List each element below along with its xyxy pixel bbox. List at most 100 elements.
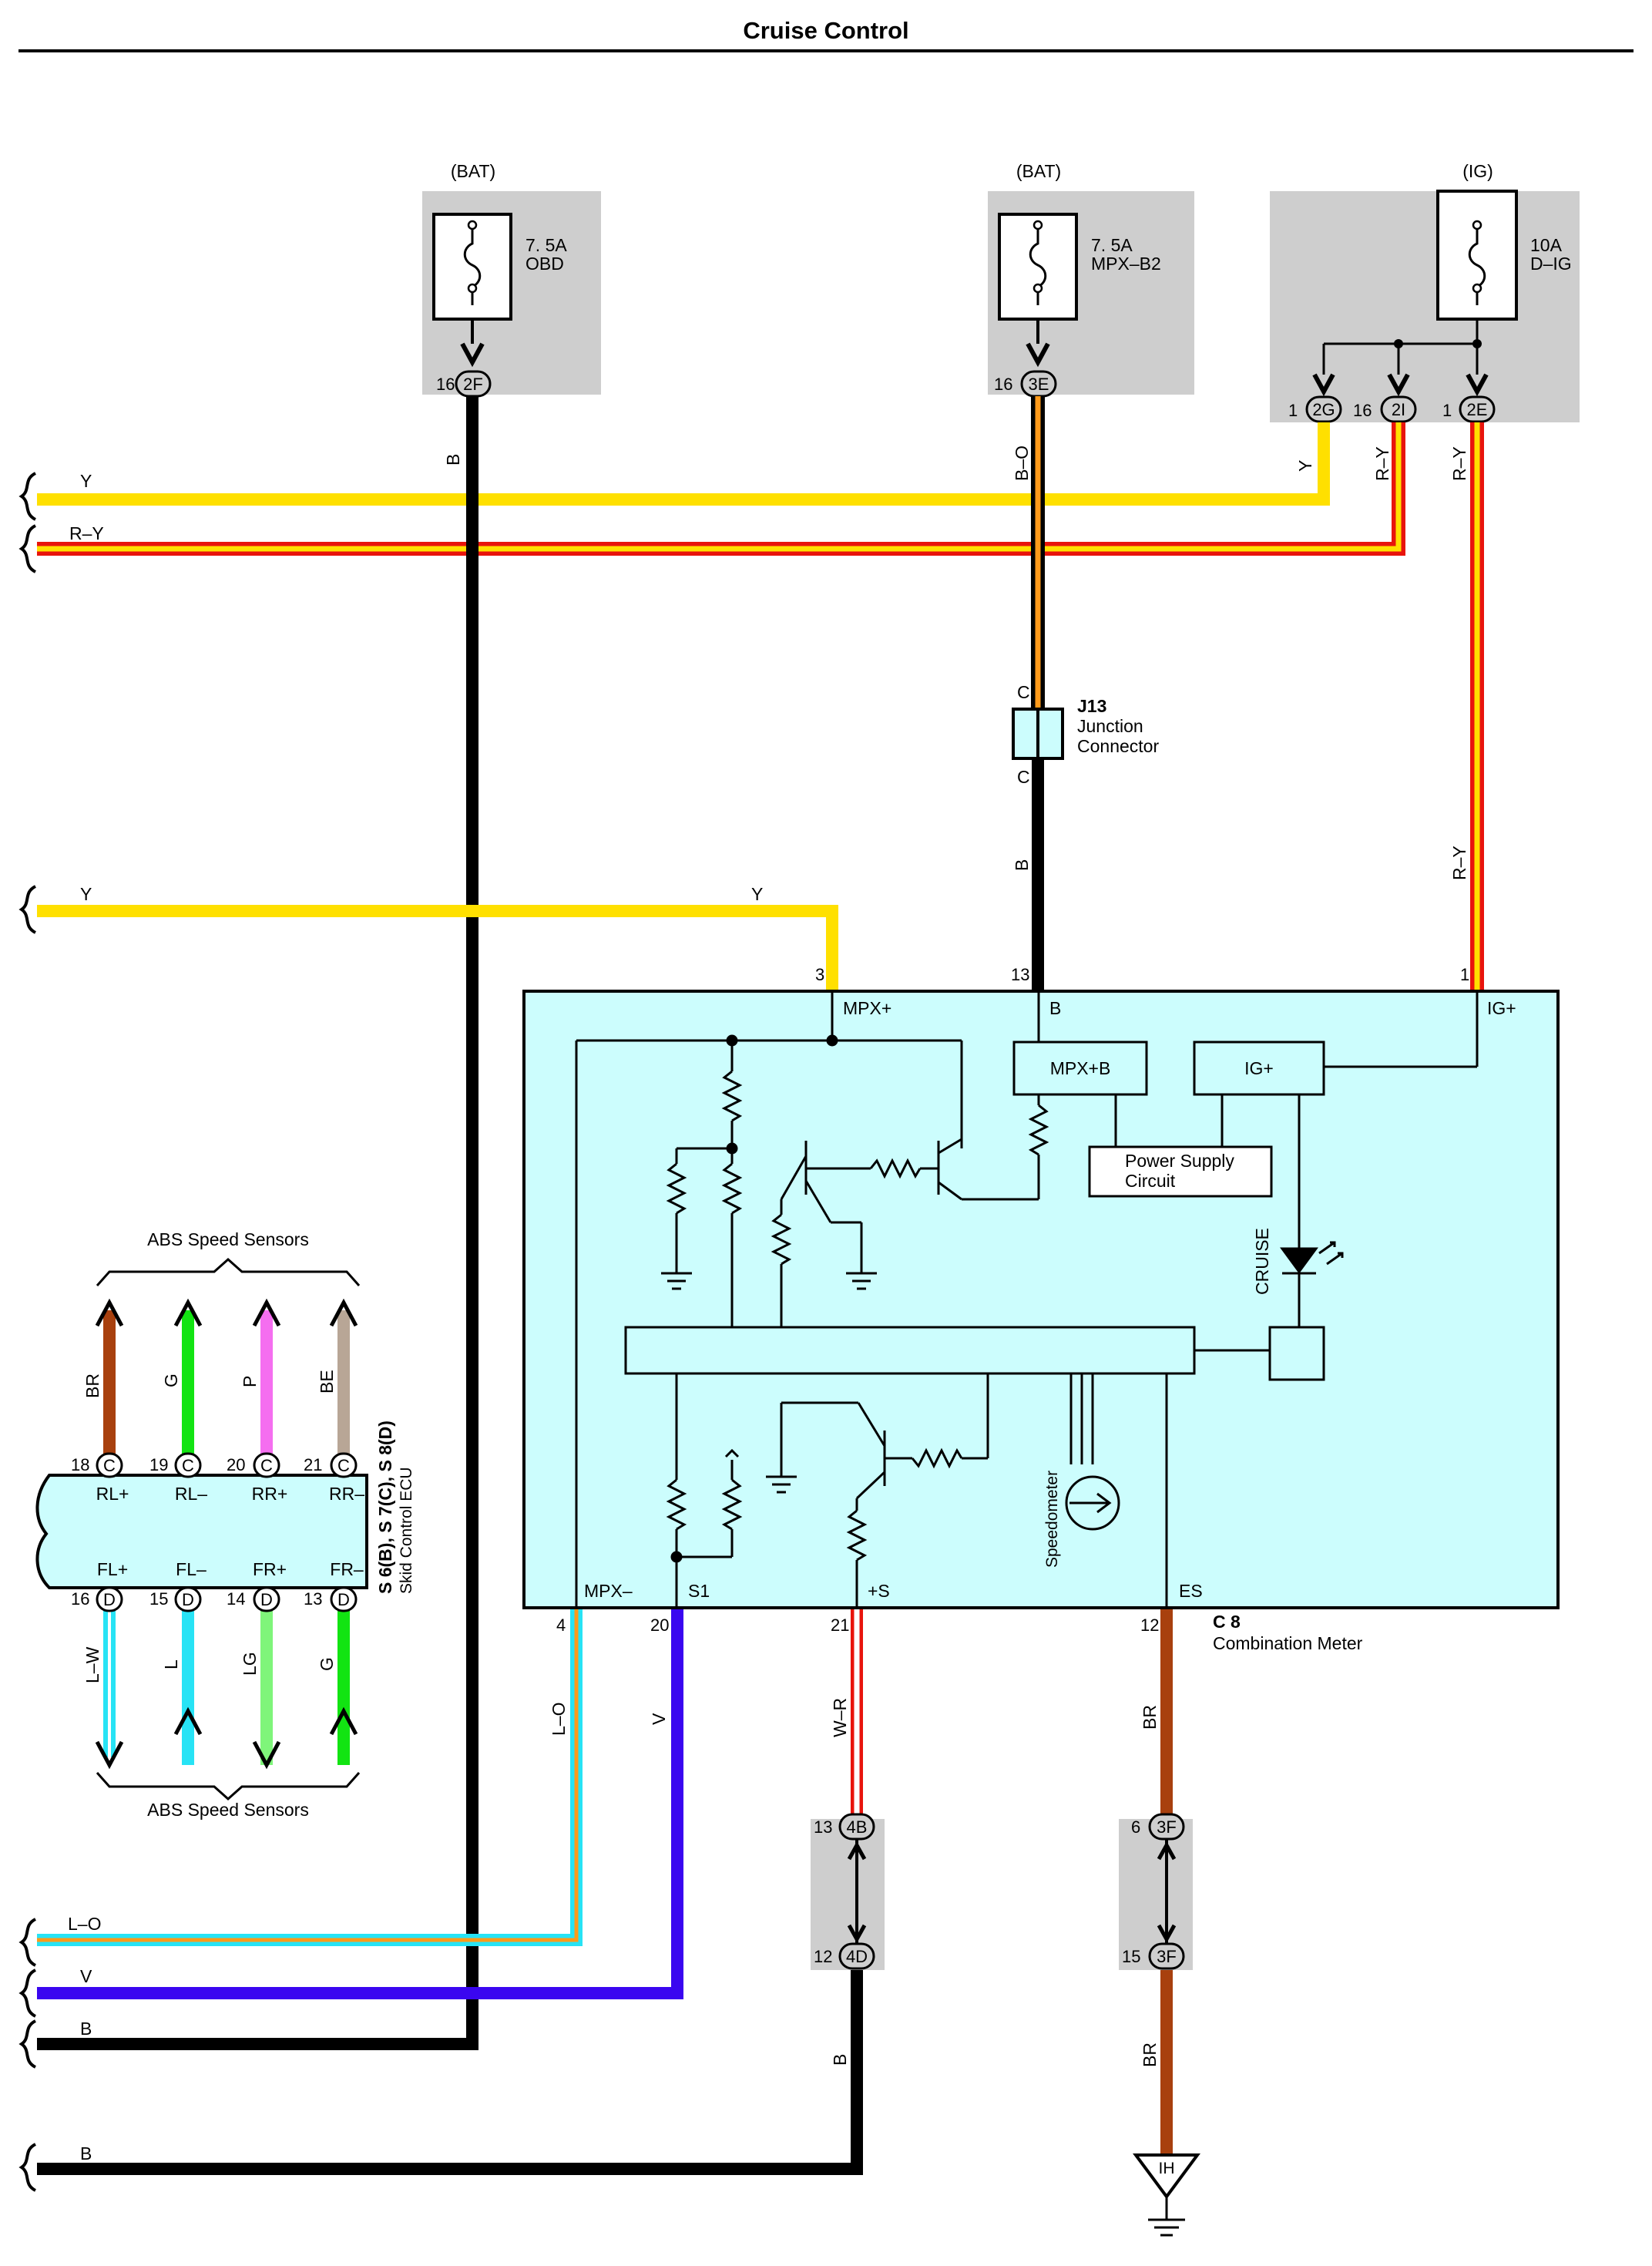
junction-line1: Junction	[1077, 716, 1143, 736]
junction-bottom-pin: C	[1017, 767, 1030, 787]
meter-pin-b: 13	[1011, 965, 1029, 984]
ecu-wire-lg: LG	[240, 1652, 260, 1676]
abs-sensors-bottom-label: ABS Speed Sensors	[147, 1800, 309, 1820]
wire-y-mid	[37, 905, 838, 991]
ecu-pin-16: 16	[71, 1589, 89, 1609]
ecu-wire-l: L	[161, 1659, 181, 1669]
ecu-term-rlm: RL–	[175, 1484, 207, 1504]
meter-term-mpxminus: MPX–	[584, 1581, 633, 1601]
meter-term-es: ES	[1179, 1581, 1203, 1601]
ecu-id: S 6(B), S 7(C), S 8(D)	[375, 1420, 395, 1594]
ecu-conn-c: C	[260, 1456, 273, 1475]
ecu-term-flm: FL–	[176, 1559, 206, 1579]
fuse-dig-rating: 10A	[1530, 235, 1563, 255]
block-psu-line2: Circuit	[1125, 1171, 1176, 1191]
meter-pin-plus-s: 21	[831, 1615, 849, 1635]
conn-3f-top-pin: 6	[1131, 1817, 1140, 1837]
ig-pin-2i: 16	[1353, 401, 1372, 420]
junction-connector: C C J13 Junction Connector	[1012, 682, 1159, 787]
wire-b-obd	[37, 396, 478, 2050]
conn-4d-pin: 12	[814, 1947, 832, 1966]
wire-label-lo: L–O	[68, 1914, 101, 1934]
wire-label-y1: Y	[80, 471, 92, 491]
fuse-obd-connector: 2F	[463, 375, 483, 394]
fuse-obd: (BAT) 7. 5A OBD 16 2F	[422, 161, 601, 398]
wire-b-bottom	[37, 1967, 863, 2175]
fuse-dig-source: (IG)	[1462, 161, 1493, 181]
ig-conn-2i: 2I	[1392, 400, 1405, 419]
speedometer-label: Speedometer	[1043, 1471, 1061, 1568]
ecu-pin-19: 19	[149, 1455, 168, 1474]
ecu-wire-p: P	[240, 1376, 260, 1387]
ecu-term-frm: FR–	[330, 1559, 364, 1579]
combination-meter: 3 13 1 MPX+ B IG+ MPX– S1 +S ES 4 20 21 …	[522, 965, 1560, 1653]
ecu-wire-lw: L–W	[82, 1646, 102, 1683]
cruise-led-icon	[1280, 1247, 1318, 1274]
speedometer-icon	[1065, 1475, 1120, 1531]
wire-label-b1: B	[80, 2019, 92, 2039]
fuse-mpx-b2: (BAT) 7. 5A MPX–B2 16 3E	[988, 161, 1194, 398]
fuse-obd-name: OBD	[525, 254, 564, 274]
conn-4b-pin: 13	[814, 1817, 832, 1837]
conn-3f-bottom: 3F	[1157, 1947, 1177, 1966]
page-title: Cruise Control	[743, 17, 909, 44]
wire-labels: Y R–Y Y Y L–O V B B B B–O B Y R–Y R–Y R–…	[68, 445, 1469, 2163]
ecu-pin-20: 20	[227, 1455, 245, 1474]
conn-4b: 4B	[847, 1817, 868, 1837]
wire-label-lo2: L–O	[549, 1703, 569, 1736]
ecu-term-rrp: RR+	[252, 1484, 288, 1504]
ecu-wire-g1: G	[161, 1373, 181, 1387]
ig-pin-2g: 1	[1288, 401, 1298, 420]
wire-label-ry-ig: R–Y	[1449, 846, 1469, 880]
fuse-icon	[1029, 224, 1047, 305]
wire-label-b-obd: B	[443, 454, 463, 466]
wire-label-b2: B	[80, 2143, 92, 2163]
wire-label-b-junction: B	[1012, 859, 1032, 871]
wire-lo	[37, 1608, 579, 1942]
conn-4d: 4D	[846, 1947, 868, 1966]
ecu-conn-d: D	[260, 1590, 273, 1609]
abs-sensors-top-label: ABS Speed Sensors	[147, 1229, 309, 1249]
ground-ih: IH	[1133, 2153, 1200, 2237]
wire-label-b3: B	[830, 2054, 850, 2066]
ig-conn-2e: 2E	[1467, 400, 1488, 419]
ecu-term-rrm: RR–	[329, 1484, 364, 1504]
meter-term-s1: S1	[688, 1581, 710, 1601]
ecu-term-frp: FR+	[253, 1559, 287, 1579]
ecu-pin-14: 14	[227, 1589, 245, 1609]
fuse-mpx-rating: 7. 5A	[1091, 235, 1133, 255]
meter-name: Combination Meter	[1213, 1633, 1363, 1653]
ecu-wire-br: BR	[82, 1373, 102, 1398]
connector-3f-3f: 6 3F 15 3F	[1119, 1813, 1193, 1970]
ground-label: IH	[1159, 2160, 1175, 2177]
meter-term-plus-s: +S	[868, 1581, 890, 1601]
ecu-conn-d: D	[103, 1590, 116, 1609]
wire-v	[37, 1608, 683, 1999]
wire-label-y-2g: Y	[1295, 460, 1315, 472]
fuse-mpx-name: MPX–B2	[1091, 254, 1161, 274]
block-ig: IG+	[1244, 1058, 1274, 1078]
meter-term-igplus: IG+	[1487, 998, 1516, 1018]
block-mpxb: MPX+B	[1050, 1058, 1111, 1078]
fuse-obd-rating: 7. 5A	[525, 235, 567, 255]
junction-top-pin: C	[1017, 682, 1030, 702]
wire-end-marks	[18, 472, 37, 2192]
fuse-obd-source: (BAT)	[451, 161, 495, 181]
fuse-icon	[1468, 224, 1486, 305]
fuse-d-ig: (IG) 10A D–IG 1 2G 16 2I 1 2E	[1270, 161, 1580, 423]
skid-control-ecu: ABS Speed Sensors ABS Speed Sensors	[35, 1229, 415, 1820]
wire-label-ry1: R–Y	[69, 523, 104, 543]
fuse-dig-name: D–IG	[1530, 254, 1572, 274]
wire-y-top	[37, 422, 1330, 506]
meter-term-mpxplus: MPX+	[843, 998, 891, 1018]
fuse-mpx-source: (BAT)	[1016, 161, 1061, 181]
conn-3f-top: 3F	[1157, 1817, 1177, 1837]
ecu-conn-c: C	[103, 1456, 116, 1475]
ecu-wire-g2: G	[317, 1657, 337, 1671]
block-psu-line1: Power Supply	[1125, 1151, 1234, 1171]
ecu-term-rlp: RL+	[96, 1484, 129, 1504]
wire-label-v: V	[80, 1966, 92, 1986]
wire-label-br2: BR	[1140, 2042, 1160, 2067]
ecu-conn-c: C	[182, 1456, 194, 1475]
